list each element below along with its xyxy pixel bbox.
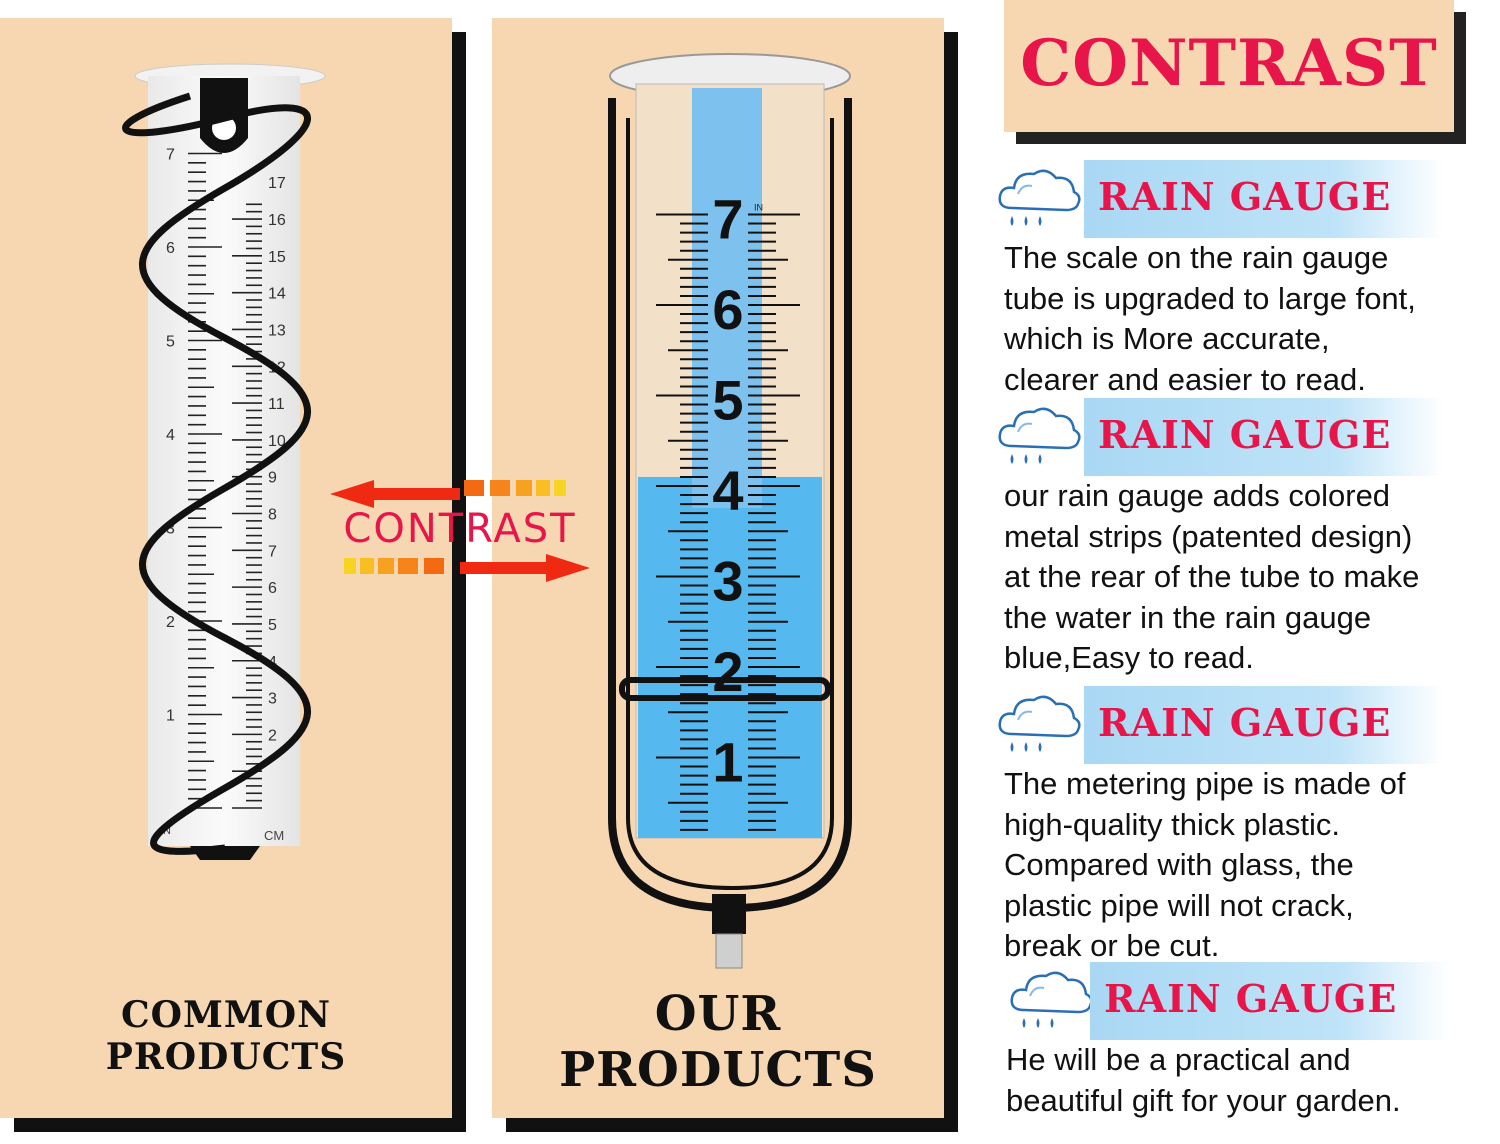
inch-number-label: 3 xyxy=(712,550,743,613)
feature-header: RAIN GAUGE xyxy=(996,962,1500,1040)
feature-description: our rain gauge adds colored metal strips… xyxy=(996,476,1500,679)
our-tick-marks xyxy=(656,213,800,831)
inch-number-label: 4 xyxy=(712,459,743,522)
frame-ring xyxy=(619,677,831,701)
feature-line: Compared with glass, the xyxy=(1004,847,1354,882)
inch-number-label: 5 xyxy=(712,369,743,432)
inch-label: 2 xyxy=(166,614,175,631)
cm-label: 16 xyxy=(268,212,286,229)
inch-label: 5 xyxy=(166,334,175,351)
feature-line: beautiful gift for your garden. xyxy=(1006,1082,1401,1118)
rain-cloud-icon xyxy=(1010,971,1093,1028)
inch-number-label: 2 xyxy=(712,640,743,703)
ground-stake-base xyxy=(190,846,260,860)
contrast-arrow-text: CONTRAST xyxy=(343,506,576,552)
feature-header: RAIN GAUGE xyxy=(996,160,1500,238)
feature-description: He will be a practical and beautiful gif… xyxy=(996,1040,1500,1121)
cm-label: 3 xyxy=(268,691,277,708)
left-arrow xyxy=(330,480,460,508)
cm-label: 2 xyxy=(268,727,277,744)
feature-line: metal strips (patented design) xyxy=(1004,518,1413,554)
feature-line: tube is upgraded to large font, xyxy=(1004,280,1416,316)
feature-header: RAIN GAUGE xyxy=(996,398,1500,476)
feature-line: The scale on the rain gauge xyxy=(1004,240,1389,275)
spiral-wire-holder xyxy=(122,92,311,855)
feature-line: blue,Easy to read. xyxy=(1004,640,1254,675)
inch-unit: IN xyxy=(754,203,763,213)
feature-line: our rain gauge adds colored xyxy=(1004,478,1391,513)
feature-title-bar xyxy=(1084,160,1444,238)
feature-line: high-quality thick plastic. xyxy=(1004,806,1340,842)
feature-title-bar xyxy=(1084,398,1444,476)
contrast-title: CONTRAST xyxy=(1020,26,1438,101)
feature-title-bar xyxy=(1090,962,1450,1040)
plastic-tube xyxy=(148,76,300,846)
cm-label: 13 xyxy=(268,322,286,339)
cm-label: 7 xyxy=(268,543,277,560)
rain-cloud-icon xyxy=(998,407,1081,464)
feature-description: The scale on the rain gauge tube is upgr… xyxy=(996,238,1500,400)
stake-connector xyxy=(712,894,746,934)
feature-title: RAIN GAUGE xyxy=(1098,412,1392,457)
feature-2: RAIN GAUGE our rain gauge adds colored m… xyxy=(996,398,1500,679)
cm-label: 14 xyxy=(268,286,286,303)
feature-line: which is More accurate, xyxy=(1004,321,1330,356)
cm-label: 9 xyxy=(268,470,277,487)
cm-label: 6 xyxy=(268,580,277,597)
colored-metal-strip xyxy=(692,88,762,508)
water-fill xyxy=(638,476,822,838)
inch-label: 4 xyxy=(166,427,175,444)
cm-label: 17 xyxy=(268,175,286,192)
rain-cloud-icon xyxy=(998,695,1081,752)
cm-label: 8 xyxy=(268,507,277,524)
feature-line: break or be cut. xyxy=(1004,928,1220,963)
inch-number-label: 1 xyxy=(712,731,743,794)
inch-label: 6 xyxy=(166,240,175,257)
inch-label: 3 xyxy=(166,521,175,538)
common-products-label: COMMON PRODUCTS xyxy=(105,994,347,1078)
right-arrow xyxy=(460,554,590,582)
feature-line: The metering pipe is made of xyxy=(1004,766,1406,801)
feature-line: the water in the rain gauge xyxy=(1004,599,1372,635)
cm-unit: CM xyxy=(264,828,284,843)
contrast-arrows-icon: CONTRAST xyxy=(330,480,590,582)
inch-number-label: 6 xyxy=(712,278,743,341)
threaded-stake xyxy=(715,933,743,969)
inch-label: 1 xyxy=(166,708,175,725)
feature-4: RAIN GAUGE He will be a practical and be… xyxy=(996,962,1500,1121)
feature-title-bar xyxy=(1084,686,1444,764)
feature-3: RAIN GAUGE The metering pipe is made of … xyxy=(996,686,1500,967)
feature-title: RAIN GAUGE xyxy=(1104,976,1398,1021)
inch-label: 7 xyxy=(166,147,175,164)
feature-1: RAIN GAUGE The scale on the rain gauge t… xyxy=(996,160,1500,400)
rain-cloud-icon xyxy=(998,169,1081,226)
our-gauge-illustration: 1 2 3 4 5 6 7 IN xyxy=(608,53,852,969)
feature-line: plastic pipe will not crack, xyxy=(1004,887,1354,923)
feature-description: The metering pipe is made of high-qualit… xyxy=(996,764,1500,967)
cm-label: 10 xyxy=(268,433,286,450)
inch-number-label: 7 xyxy=(712,188,743,251)
feature-line: He will be a practical and xyxy=(1006,1042,1351,1077)
inner-frame xyxy=(626,118,834,891)
our-products-label: OUR PRODUCTS xyxy=(559,986,877,1098)
cm-label: 11 xyxy=(268,396,285,413)
feature-line: clearer and easier to read. xyxy=(1004,361,1366,397)
cm-label: 15 xyxy=(268,249,286,266)
feature-header: RAIN GAUGE xyxy=(996,686,1500,764)
feature-line: at the rear of the tube to make xyxy=(1004,559,1420,594)
feature-title: RAIN GAUGE xyxy=(1098,174,1392,219)
cm-label: 5 xyxy=(268,617,277,634)
feature-title: RAIN GAUGE xyxy=(1098,700,1392,745)
contrast-header-box: CONTRAST xyxy=(1004,0,1454,132)
